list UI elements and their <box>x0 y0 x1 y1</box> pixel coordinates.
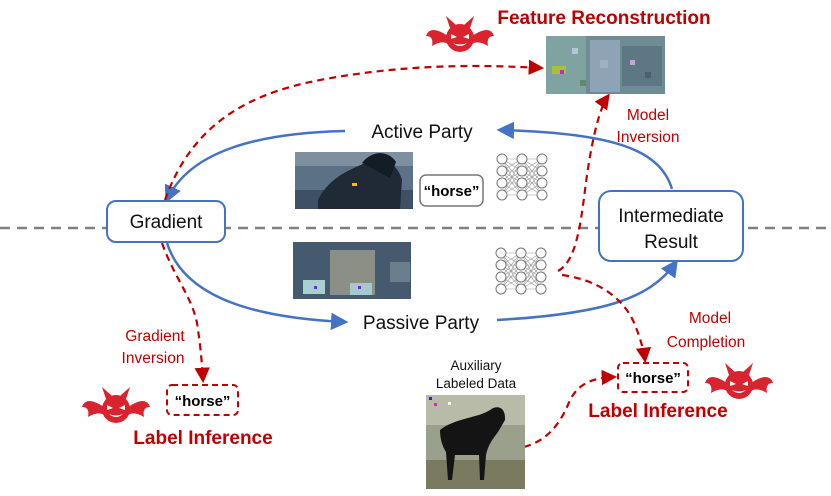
passive-party-label: Passive Party <box>363 313 480 334</box>
gradient-inversion-label-line1: Gradient <box>125 328 185 345</box>
devil-icon-feature-reconstruction <box>426 16 494 52</box>
auxiliary-label-line1: Auxiliary <box>450 358 501 373</box>
arrow-intermediate-to-active <box>496 121 674 190</box>
arrow-auxiliary-to-label <box>523 369 618 449</box>
active-party-image <box>295 152 413 209</box>
model-inversion-label-line2: Inversion <box>617 129 680 146</box>
passive-party-image <box>293 242 411 299</box>
intermediate-result-node: Intermediate Result <box>598 190 744 262</box>
model-completion-label-line1: Model <box>689 310 731 327</box>
reconstructed-feature-image <box>546 36 665 94</box>
label-inference-right-title: Label Inference <box>588 401 727 422</box>
passive-model-neural-network-icon <box>495 247 547 295</box>
arrow-gradient-inversion <box>160 242 210 384</box>
gradient-node: Gradient <box>106 200 226 243</box>
intermediate-label-line1: Intermediate <box>618 206 724 227</box>
arrow-model-inversion <box>557 93 610 272</box>
arrow-feature-reconstruction <box>163 59 545 201</box>
active-party-label-box: “horse” <box>419 174 484 207</box>
gradient-inversion-label-line2: Inversion <box>122 350 185 367</box>
arrow-active-to-gradient <box>164 129 346 204</box>
feature-reconstruction-title: Feature Reconstruction <box>497 8 710 29</box>
arrow-passive-to-intermediate <box>496 259 678 322</box>
auxiliary-label-line2: Labeled Data <box>436 376 517 391</box>
auxiliary-labeled-data-image <box>426 395 525 489</box>
model-completion-horse-box: “horse” <box>617 362 689 393</box>
devil-icon-label-inference-right <box>705 363 773 399</box>
active-party-label: Active Party <box>371 122 473 143</box>
active-model-neural-network-icon <box>496 153 548 201</box>
gradient-inversion-horse-box: “horse” <box>166 384 239 416</box>
label-inference-left-title: Label Inference <box>133 428 272 449</box>
right-horse-label: “horse” <box>625 370 681 387</box>
arrow-model-completion <box>561 273 652 364</box>
left-horse-label: “horse” <box>175 393 231 410</box>
devil-icon-label-inference-left <box>82 387 150 423</box>
active-horse-label: “horse” <box>424 183 480 200</box>
intermediate-label-line2: Result <box>644 232 699 253</box>
gradient-label: Gradient <box>130 212 204 233</box>
arrow-gradient-to-passive <box>165 242 349 331</box>
model-inversion-label-line1: Model <box>627 107 669 124</box>
model-completion-label-line2: Completion <box>667 334 745 351</box>
